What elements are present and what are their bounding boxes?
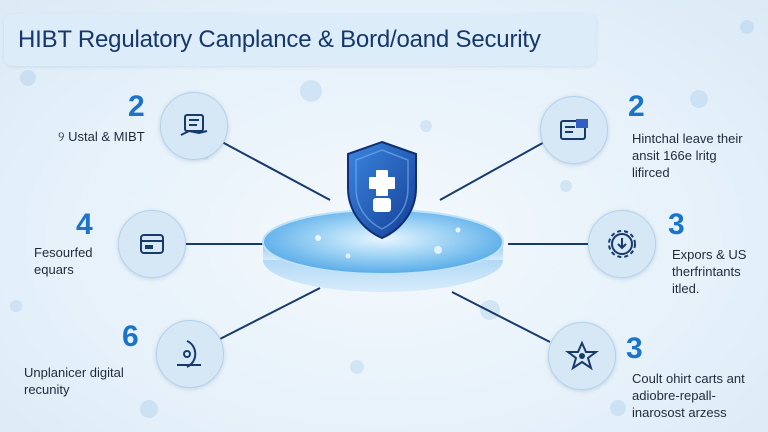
title-banner: HIBT Regulatory Canplance & Bord/oand Se… <box>4 14 596 66</box>
step-number: 4 <box>76 208 93 241</box>
browser-window-icon <box>540 96 608 164</box>
step-number: 2 <box>128 90 145 123</box>
step-number: 3 <box>626 332 643 365</box>
connector-line <box>217 287 321 341</box>
gear-download-icon <box>588 210 656 278</box>
eye-scanner-icon <box>156 320 224 388</box>
card-wallet-icon <box>118 210 186 278</box>
shield-plus-icon <box>342 138 422 247</box>
step-label: ୨ Ustal & MIBT <box>58 129 145 144</box>
step-number: 3 <box>668 208 685 241</box>
connector-line <box>221 141 331 201</box>
star-badge-icon <box>548 322 616 390</box>
central-platform <box>258 200 508 305</box>
step-number: 2 <box>628 90 645 123</box>
step-number: 6 <box>122 320 139 353</box>
connector-line <box>451 291 551 343</box>
document-hand-icon <box>160 92 228 160</box>
page-title: HIBT Regulatory Canplance & Bord/oand Se… <box>18 26 541 53</box>
connector-line <box>439 139 549 201</box>
